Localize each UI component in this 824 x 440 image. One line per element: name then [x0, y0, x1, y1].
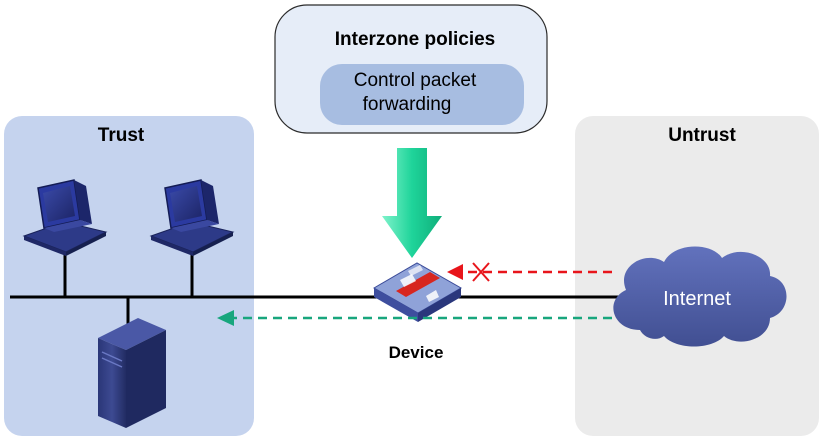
firewall-device-icon: [372, 262, 463, 322]
blocked-x-icon: [472, 262, 490, 282]
interzone-policies-box: Interzone policies Control packet forwar…: [274, 4, 548, 134]
device-label: Device: [389, 343, 444, 362]
policy-action-line2: forwarding: [363, 94, 452, 115]
blocked-traffic-flow: [447, 262, 612, 282]
policy-box-title: Interzone policies: [335, 29, 495, 50]
internet-label: Internet: [663, 288, 731, 310]
network-bus: [10, 252, 620, 325]
policy-action-pill: [320, 64, 524, 125]
untrust-zone-label: Untrust: [668, 125, 736, 146]
trust-pc-2-icon: [149, 179, 235, 256]
trust-zone-label: Trust: [98, 125, 145, 146]
trust-pc-1-icon: [22, 179, 108, 256]
internet-cloud-icon: Internet: [613, 246, 787, 347]
allowed-traffic-flow: [217, 310, 612, 326]
trust-server-icon: [98, 318, 166, 428]
policy-action-line1: Control packet: [354, 70, 477, 91]
policy-apply-arrow: [382, 148, 442, 258]
